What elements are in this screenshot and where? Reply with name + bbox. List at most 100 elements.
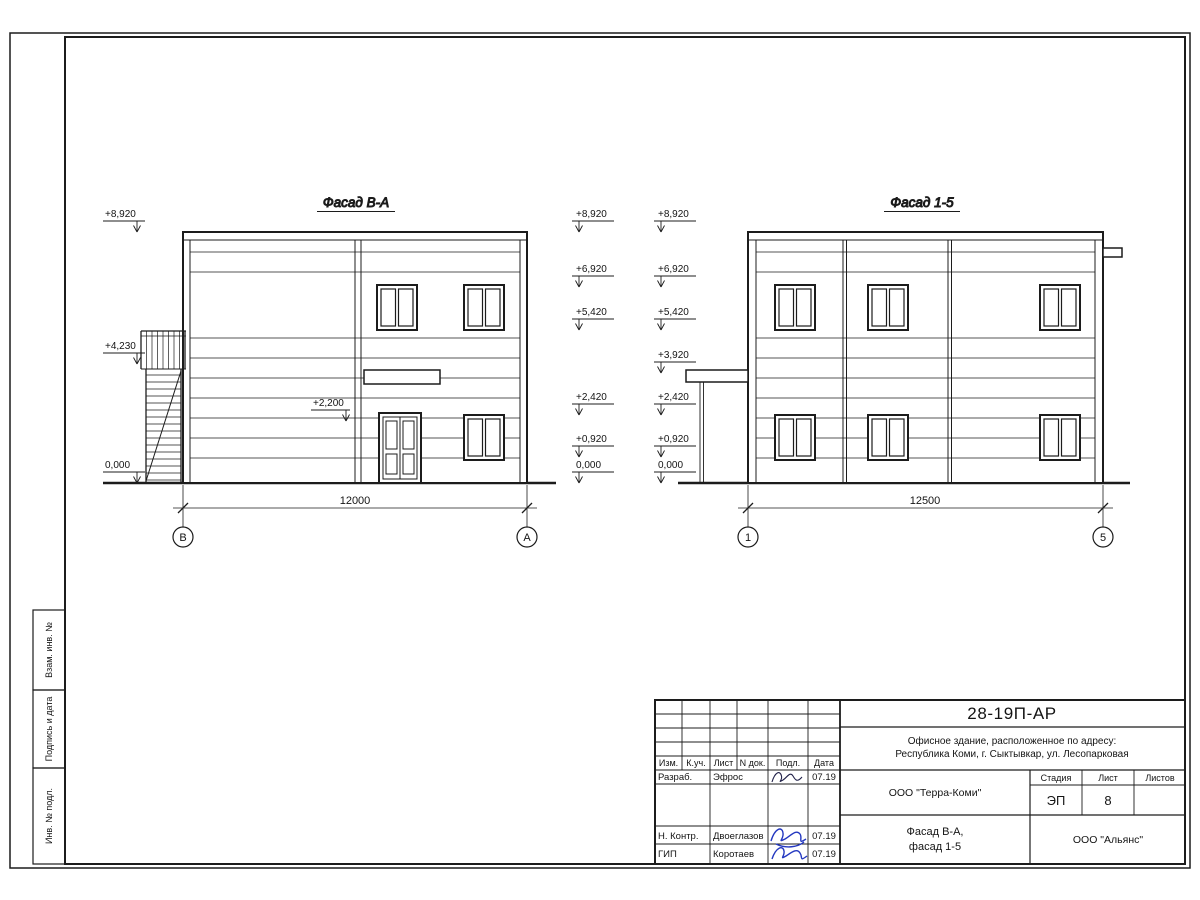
elevation-mark-text: +0,920	[658, 434, 689, 445]
col-ndok: N док.	[740, 758, 766, 768]
facade-va-title: Фасад В-А	[323, 195, 389, 210]
row-nkontr-date: 07.19	[812, 831, 836, 842]
elevation-marks-va-right: +8,920 +6,920 +5,420 +2,420 +0,920 0,000	[572, 209, 614, 484]
elevation-mark: +5,420	[654, 307, 696, 331]
org-name: ООО "Терра-Коми"	[889, 787, 982, 799]
dimension-text-15: 12500	[910, 495, 941, 507]
elevation-mark: +4,230	[103, 341, 145, 365]
elevation-mark: 0,000	[103, 460, 145, 484]
axis-label-a: А	[523, 532, 531, 544]
col-izm: Изм.	[659, 758, 678, 768]
sheet-label: Лист	[1098, 773, 1118, 783]
margin-label-podpis: Подпись и дата	[44, 697, 54, 762]
axis-label-v: В	[179, 532, 186, 544]
elevation-mark-text: +6,920	[658, 264, 689, 275]
outer-border	[9, 32, 1191, 869]
elevation-mark-text: 0,000	[105, 460, 130, 471]
porch-canopy-slab	[685, 369, 749, 383]
elevation-mark-text: +3,920	[658, 350, 689, 361]
col-podl: Подл.	[776, 758, 800, 768]
elevation-mark-text: +4,230	[105, 341, 136, 352]
elevation-mark: +8,920	[654, 209, 696, 233]
axis-label-5: 5	[1100, 532, 1106, 544]
title-block-left-grid	[655, 700, 840, 864]
drawing-title-line1: Фасад В-А,	[907, 826, 964, 838]
elevation-mark: +2,420	[654, 392, 696, 416]
margin-label-inv: Инв. № подл.	[44, 788, 54, 844]
elevation-mark: 0,000	[572, 460, 614, 484]
elevation-mark-text: 0,000	[658, 460, 683, 471]
elevation-mark: +2,200	[311, 398, 350, 422]
axis-bubble	[172, 526, 194, 548]
row-nkontr-name: Двоеглазов	[713, 831, 764, 842]
row-gip-date: 07.19	[812, 849, 836, 860]
row-razrab-date: 07.19	[812, 772, 836, 783]
col-data: Дата	[814, 758, 834, 768]
facade-va: Фасад В-А	[103, 195, 556, 485]
row-razrab-role: Разраб.	[658, 772, 692, 783]
window	[1039, 414, 1081, 461]
elevation-mark-text: 0,000	[576, 460, 601, 471]
elevation-mark: +3,920	[654, 350, 696, 374]
row-razrab-name: Эфрос	[713, 772, 743, 783]
project-description-line2: Республика Коми, г. Сыктывкар, ул. Лесоп…	[895, 748, 1128, 760]
contractor-name: ООО "Альянс"	[1073, 834, 1143, 846]
porch-canopy-15	[685, 369, 749, 483]
stage-label: Стадия	[1041, 773, 1072, 783]
margin-labels: Взам. инв. № Подпись и дата Инв. № подл.	[44, 622, 54, 844]
drawing-title-line2: фасад 1-5	[909, 841, 961, 853]
window	[774, 284, 816, 331]
elevation-mark-text: +5,420	[658, 307, 689, 318]
siding-lines-va	[190, 251, 520, 459]
elevation-mark-text: +8,920	[576, 209, 607, 220]
doc-number: 28-19П-АР	[967, 704, 1056, 723]
roof-pipe	[1102, 247, 1123, 258]
sheets-label: Листов	[1145, 773, 1174, 783]
window	[463, 284, 505, 331]
elevation-mark: +0,920	[654, 434, 696, 458]
elevation-mark: +5,420	[572, 307, 614, 331]
elevation-mark-text: +5,420	[576, 307, 607, 318]
elevation-mark: +8,920	[572, 209, 614, 233]
sheet-frame	[9, 32, 1191, 869]
row-gip-role: ГИП	[658, 849, 677, 860]
window	[463, 414, 505, 461]
fire-escape-stair	[140, 330, 186, 483]
row-nkontr-role: Н. Контр.	[658, 831, 698, 842]
row-gip-name: Коротаев	[713, 849, 754, 860]
axis-bubble	[516, 526, 538, 548]
window	[867, 284, 909, 331]
dimension-15: 12500 1 5	[737, 485, 1114, 548]
elevation-marks-va-left: +8,920 +4,230 0,000 +2,200	[103, 209, 350, 484]
margin-label-vzam: Взам. инв. №	[44, 622, 54, 678]
title-block-right-grid	[840, 726, 1185, 864]
elevation-mark: +8,920	[103, 209, 145, 233]
elevation-mark: 0,000	[654, 460, 696, 484]
elevation-mark-text: +2,420	[658, 392, 689, 403]
window	[867, 414, 909, 461]
margin-box-3	[32, 767, 66, 865]
axis-bubble	[1092, 526, 1114, 548]
project-description-line1: Офисное здание, расположенное по адресу:	[908, 735, 1117, 747]
elevation-mark: +2,420	[572, 392, 614, 416]
elevation-marks-15-left: +8,920 +6,920 +5,420 +3,920 +2,420 +0,92…	[654, 209, 696, 484]
title-block: 28-19П-АР Офисное здание, расположенное …	[654, 699, 1186, 865]
dimension-text-va: 12000	[340, 495, 371, 507]
entrance-va	[363, 369, 441, 484]
elevation-mark-text: +8,920	[658, 209, 689, 220]
signature-gip	[771, 847, 808, 860]
facade-15-title: Фасад 1-5	[890, 195, 954, 210]
entrance-canopy	[363, 369, 441, 385]
elevation-mark-text: +6,920	[576, 264, 607, 275]
signature-razrab	[771, 772, 803, 783]
axis-bubble	[737, 526, 759, 548]
dimension-va: 12000 В А	[172, 485, 538, 548]
stage-value: ЭП	[1047, 793, 1066, 808]
inner-frame	[64, 36, 1186, 865]
elevation-mark-text: +8,920	[105, 209, 136, 220]
window	[1039, 284, 1081, 331]
elevation-mark-text: +0,920	[576, 434, 607, 445]
axis-label-1: 1	[745, 532, 751, 544]
elevation-mark: +0,920	[572, 434, 614, 458]
